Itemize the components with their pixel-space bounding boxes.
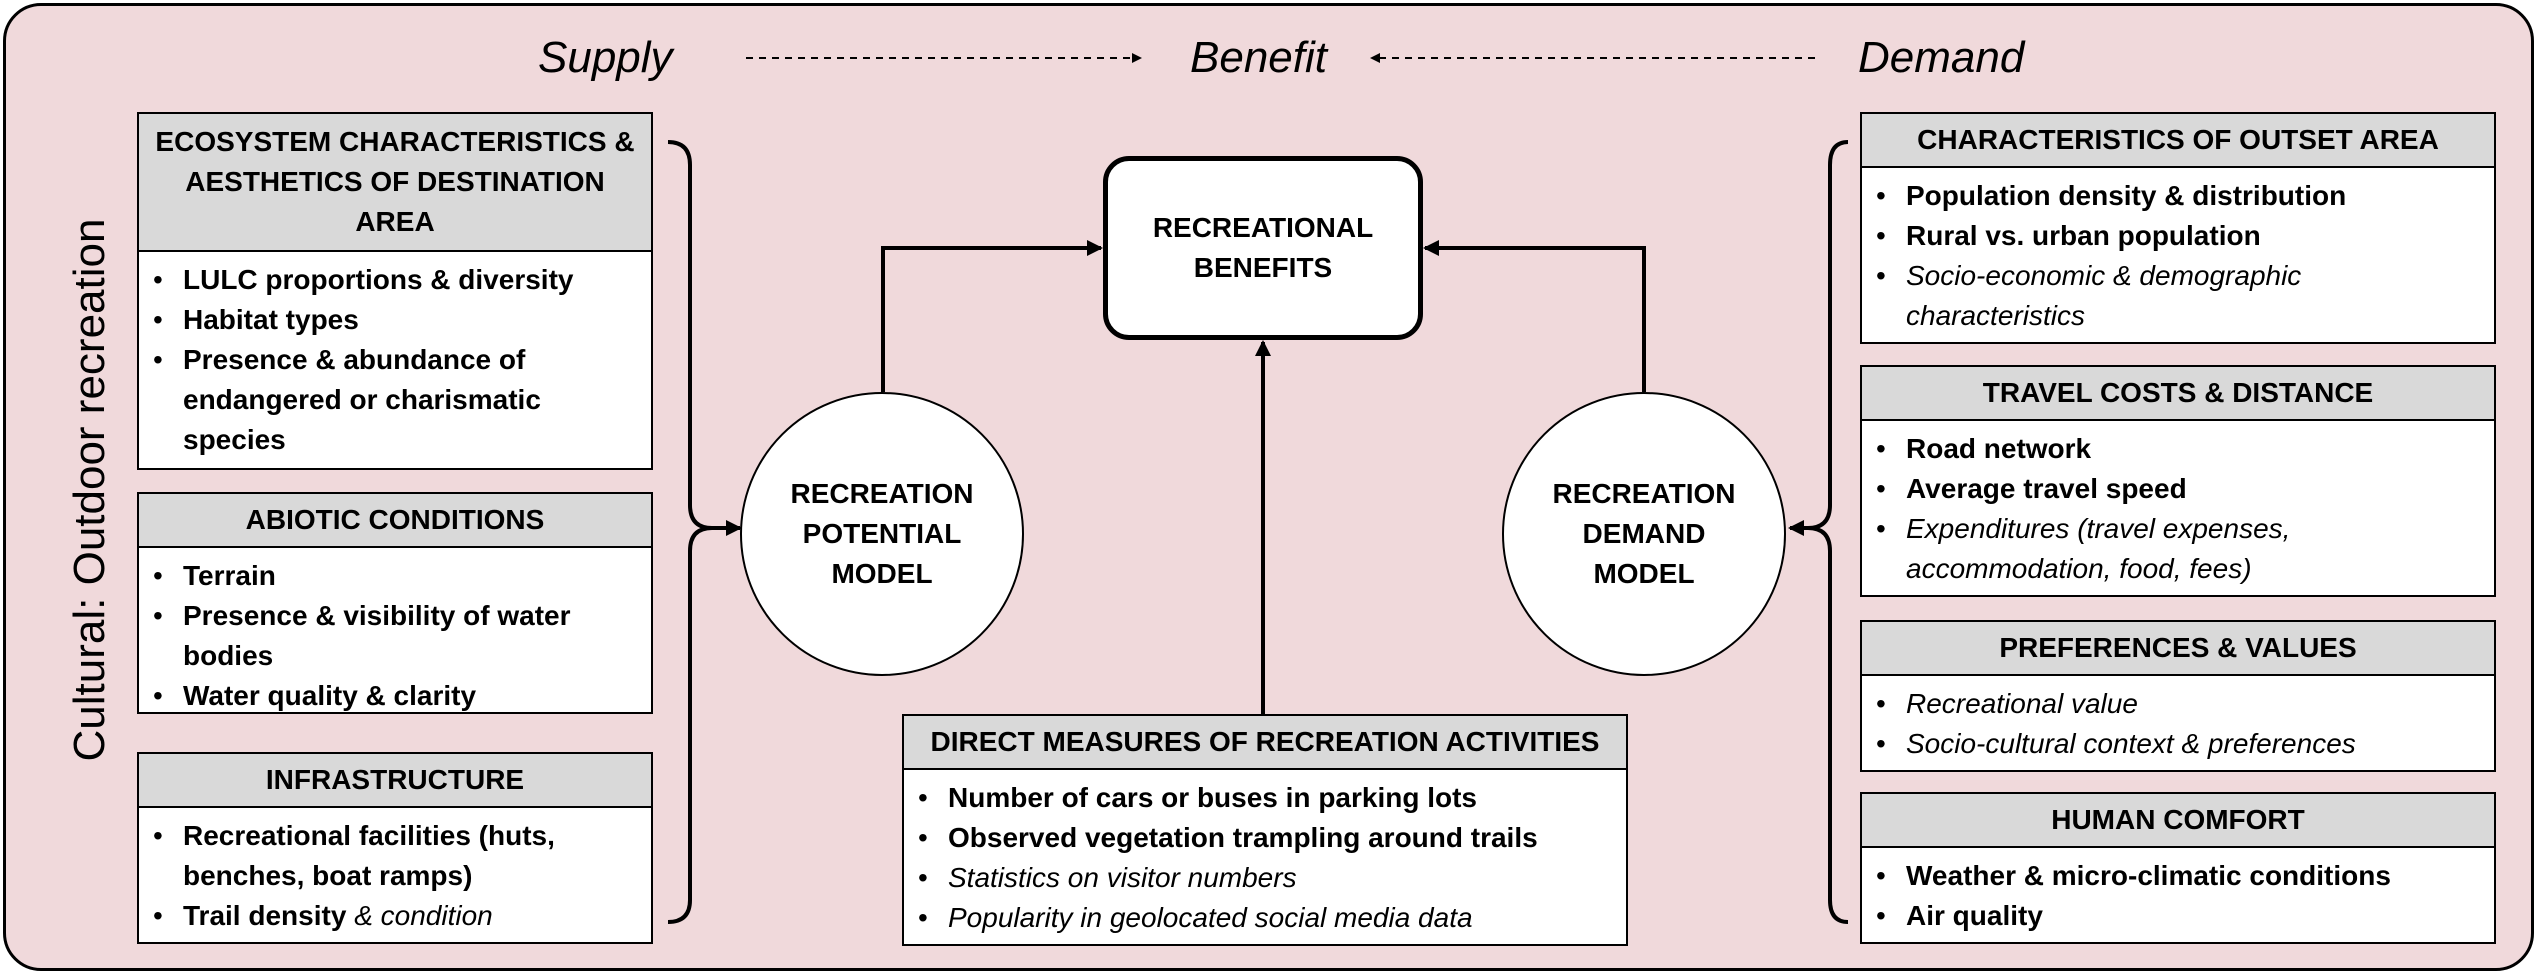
supply-brace	[667, 140, 713, 924]
list-item: Road network	[1874, 429, 2484, 469]
list-item: Water quality & clarity	[151, 676, 641, 716]
list-item: Expenditures (travel expenses, accommoda…	[1874, 509, 2484, 589]
box-list: Recreational value Socio-cultural contex…	[1862, 676, 2494, 770]
list-item: Presence & visibility of water bodies	[151, 596, 641, 676]
side-label: Cultural: Outdoor recreation	[65, 218, 114, 762]
list-item: Weather & micro-climatic conditions	[1874, 856, 2484, 896]
demand-brace	[1807, 140, 1849, 924]
demand-box-preferences: PREFERENCES & VALUES Recreational value …	[1860, 620, 2496, 772]
list-item-italic-part: & condition	[354, 900, 493, 931]
list-item: Recreational value	[1874, 684, 2484, 724]
list-item: Socio-cultural context & preferences	[1874, 724, 2484, 764]
box-list: LULC proportions & diversity Habitat typ…	[139, 252, 651, 466]
recreation-demand-model: RECREATION DEMAND MODEL	[1502, 392, 1786, 676]
box-title: ECOSYSTEM CHARACTERISTICS & AESTHETICS O…	[139, 114, 651, 252]
box-title: HUMAN COMFORT	[1862, 794, 2494, 848]
demand-to-benefits-arrow	[1423, 240, 1646, 392]
list-item: Observed vegetation trampling around tra…	[916, 818, 1616, 858]
demand-box-human-comfort: HUMAN COMFORT Weather & micro-climatic c…	[1860, 792, 2496, 944]
box-title: INFRASTRUCTURE	[139, 754, 651, 808]
demand-model-label: RECREATION DEMAND MODEL	[1552, 478, 1736, 589]
box-title: DIRECT MEASURES OF RECREATION ACTIVITIES	[904, 716, 1626, 770]
list-item-bold-part: Trail density	[183, 900, 347, 931]
benefits-label: RECREATIONAL BENEFITS	[1152, 212, 1374, 283]
recreation-potential-model: RECREATION POTENTIAL MODEL	[740, 392, 1024, 676]
list-item: LULC proportions & diversity	[151, 260, 641, 300]
list-item: Population density & distribution	[1874, 176, 2484, 216]
header-demand: Demand	[1858, 33, 2025, 82]
list-item: Habitat types	[151, 300, 641, 340]
supply-box-ecosystem: ECOSYSTEM CHARACTERISTICS & AESTHETICS O…	[137, 112, 653, 470]
potential-to-benefits-arrow	[881, 240, 1103, 392]
recreational-benefits-box: RECREATIONAL BENEFITS	[1103, 156, 1423, 340]
box-list: Population density & distribution Rural …	[1862, 168, 2494, 342]
box-title: TRAVEL COSTS & DISTANCE	[1862, 367, 2494, 421]
box-list: Terrain Presence & visibility of water b…	[139, 548, 651, 722]
potential-model-label: RECREATION POTENTIAL MODEL	[790, 478, 974, 589]
box-list: Recreational facilities (huts, benches, …	[139, 808, 651, 942]
header-supply: Supply	[538, 33, 673, 82]
direct-measures-box: DIRECT MEASURES OF RECREATION ACTIVITIES…	[902, 714, 1628, 946]
box-list: Road network Average travel speed Expend…	[1862, 421, 2494, 595]
list-item: Air quality	[1874, 896, 2484, 936]
box-list: Weather & micro-climatic conditions Air …	[1862, 848, 2494, 942]
list-item: Trail density & condition	[151, 896, 641, 936]
list-item: Statistics on visitor numbers	[916, 858, 1616, 898]
list-item: Average travel speed	[1874, 469, 2484, 509]
box-list: Number of cars or buses in parking lots …	[904, 770, 1626, 944]
box-title: CHARACTERISTICS OF OUTSET AREA	[1862, 114, 2494, 168]
list-item: Presence & abundance of endangered or ch…	[151, 340, 641, 460]
list-item: Terrain	[151, 556, 641, 596]
list-item: Number of cars or buses in parking lots	[916, 778, 1616, 818]
box-title: PREFERENCES & VALUES	[1862, 622, 2494, 676]
header-benefit: Benefit	[1190, 33, 1327, 82]
supply-box-infrastructure: INFRASTRUCTURE Recreational facilities (…	[137, 752, 653, 944]
list-item: Popularity in geolocated social media da…	[916, 898, 1616, 938]
supply-box-abiotic: ABIOTIC CONDITIONS Terrain Presence & vi…	[137, 492, 653, 716]
box-title: ABIOTIC CONDITIONS	[139, 494, 651, 548]
demand-box-outset-area: CHARACTERISTICS OF OUTSET AREA Populatio…	[1860, 112, 2496, 344]
list-item: Socio-economic & demographic characteris…	[1874, 256, 2484, 336]
list-item: Recreational facilities (huts, benches, …	[151, 816, 641, 896]
demand-box-travel-costs: TRAVEL COSTS & DISTANCE Road network Ave…	[1860, 365, 2496, 597]
list-item: Rural vs. urban population	[1874, 216, 2484, 256]
